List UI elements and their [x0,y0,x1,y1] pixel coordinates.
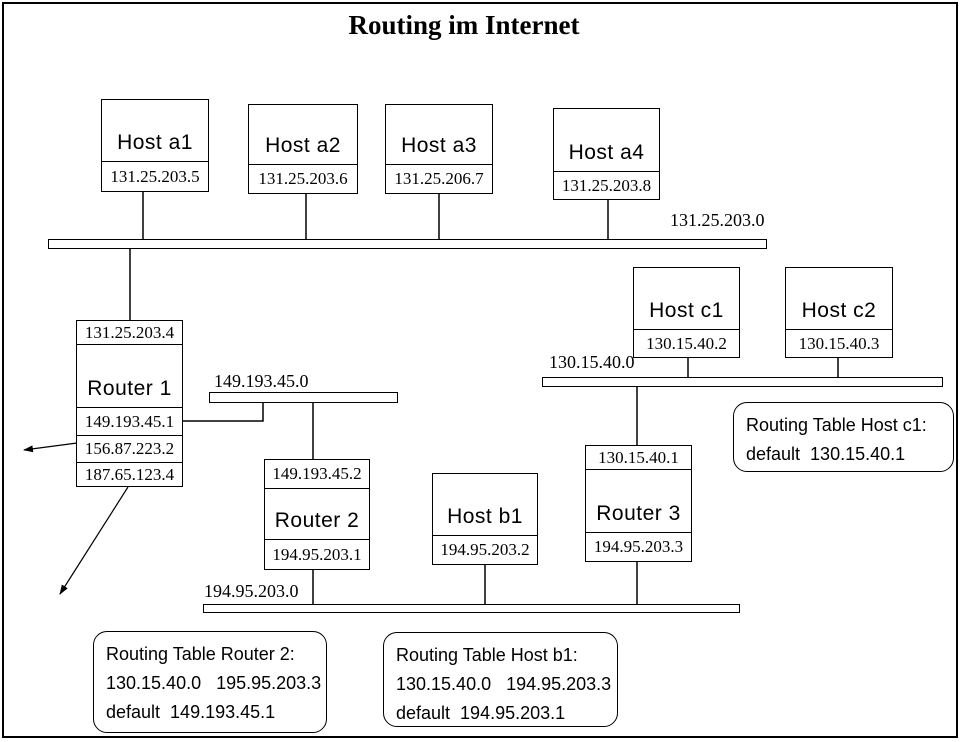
host-b1-name: Host b1 [447,505,523,528]
host-c2-box: Host c2 130.15.40.3 [785,267,893,358]
router-3-ip-top: 130.15.40.1 [598,447,679,467]
router-1-ip-if3: 187.65.123.4 [84,464,175,484]
page-title: Routing im Internet [348,10,580,40]
routing-table-host-c1-row1: default 130.15.40.1 [746,444,906,464]
net-r-label: 149.193.45.0 [214,371,309,391]
host-c2-name: Host c2 [801,299,877,322]
host-a4-ip: 131.25.203.8 [561,175,652,195]
network-bus-149-193-45-0 [209,392,398,403]
router-3-box: 130.15.40.1 Router 3 194.95.203.3 [585,445,692,562]
routing-table-host-b1: Routing Table Host b1: 130.15.40.0 194.9… [383,632,618,727]
routing-table-host-b1-title: Routing Table Host b1: [396,645,578,665]
host-a2-ip: 131.25.203.6 [258,169,348,188]
routing-table-host-b1-row1: 130.15.40.0 194.95.203.3 [396,674,612,694]
host-a1-ip: 131.25.203.5 [110,166,200,186]
router-1-box: 131.25.203.4 Router 1 149.193.45.1 156.8… [76,320,183,487]
host-c1-ip: 130.15.40.2 [646,333,727,353]
host-a2-box: Host a2 131.25.203.6 [248,104,358,194]
host-b1-ip: 194.95.203.2 [440,540,530,559]
net-b-label: 194.95.203.0 [204,581,299,601]
net-a-label: 131.25.203.0 [670,210,765,230]
host-a3-name: Host a3 [401,134,477,157]
router-1-ip-if2: 156.87.223.2 [84,439,175,458]
host-c1-name: Host c1 [649,299,724,322]
host-c2-ip: 130.15.40.3 [798,333,880,353]
router-1-ip-top: 131.25.203.4 [84,322,175,342]
router-2-ip-bottom: 194.95.203.1 [272,544,362,564]
routing-table-router2-title: Routing Table Router 2: [106,644,295,664]
host-a1-name: Host a1 [117,131,193,154]
router1-if2-arrow [23,442,78,453]
network-bus-131-25-203-0 [48,239,767,249]
host-c1-box: Host c1 130.15.40.2 [633,267,740,358]
host-a2-name: Host a2 [265,134,341,157]
router1-if3-arrow [59,486,129,595]
routing-table-host-b1-row2: default 194.95.203.1 [396,703,566,723]
router-2-name: Router 2 [274,509,360,532]
routing-table-router2-row1: 130.15.40.0 195.95.203.3 [106,673,322,693]
net-c-label: 130.15.40.0 [549,352,635,372]
router-3-name: Router 3 [596,502,681,525]
network-bus-130-15-40-0 [542,377,943,387]
routing-table-router2-row2: default 149.193.45.1 [106,702,276,722]
routing-table-host-c1: Routing Table Host c1: default 130.15.40… [733,402,954,472]
host-a1-box: Host a1 131.25.203.5 [101,99,209,192]
link-router1-to-net-r [183,402,264,422]
router-2-ip-top: 149.193.45.2 [272,464,362,483]
router-1-name: Router 1 [87,377,172,400]
host-b1-box: Host b1 194.95.203.2 [432,473,538,565]
network-bus-194-95-203-0 [203,604,740,613]
routing-table-host-c1-title: Routing Table Host c1: [746,415,927,435]
router-1-ip-if1: 149.193.45.1 [84,411,175,431]
routing-table-router2: Routing Table Router 2: 130.15.40.0 195.… [93,631,327,733]
host-a4-name: Host a4 [568,141,645,164]
host-a3-ip: 131.25.206.7 [394,169,484,188]
router-3-ip-bottom: 194.95.203.3 [593,537,684,556]
host-a4-box: Host a4 131.25.203.8 [553,108,660,200]
host-a3-box: Host a3 131.25.206.7 [385,104,493,194]
router-2-box: 149.193.45.2 Router 2 194.95.203.1 [264,459,370,570]
